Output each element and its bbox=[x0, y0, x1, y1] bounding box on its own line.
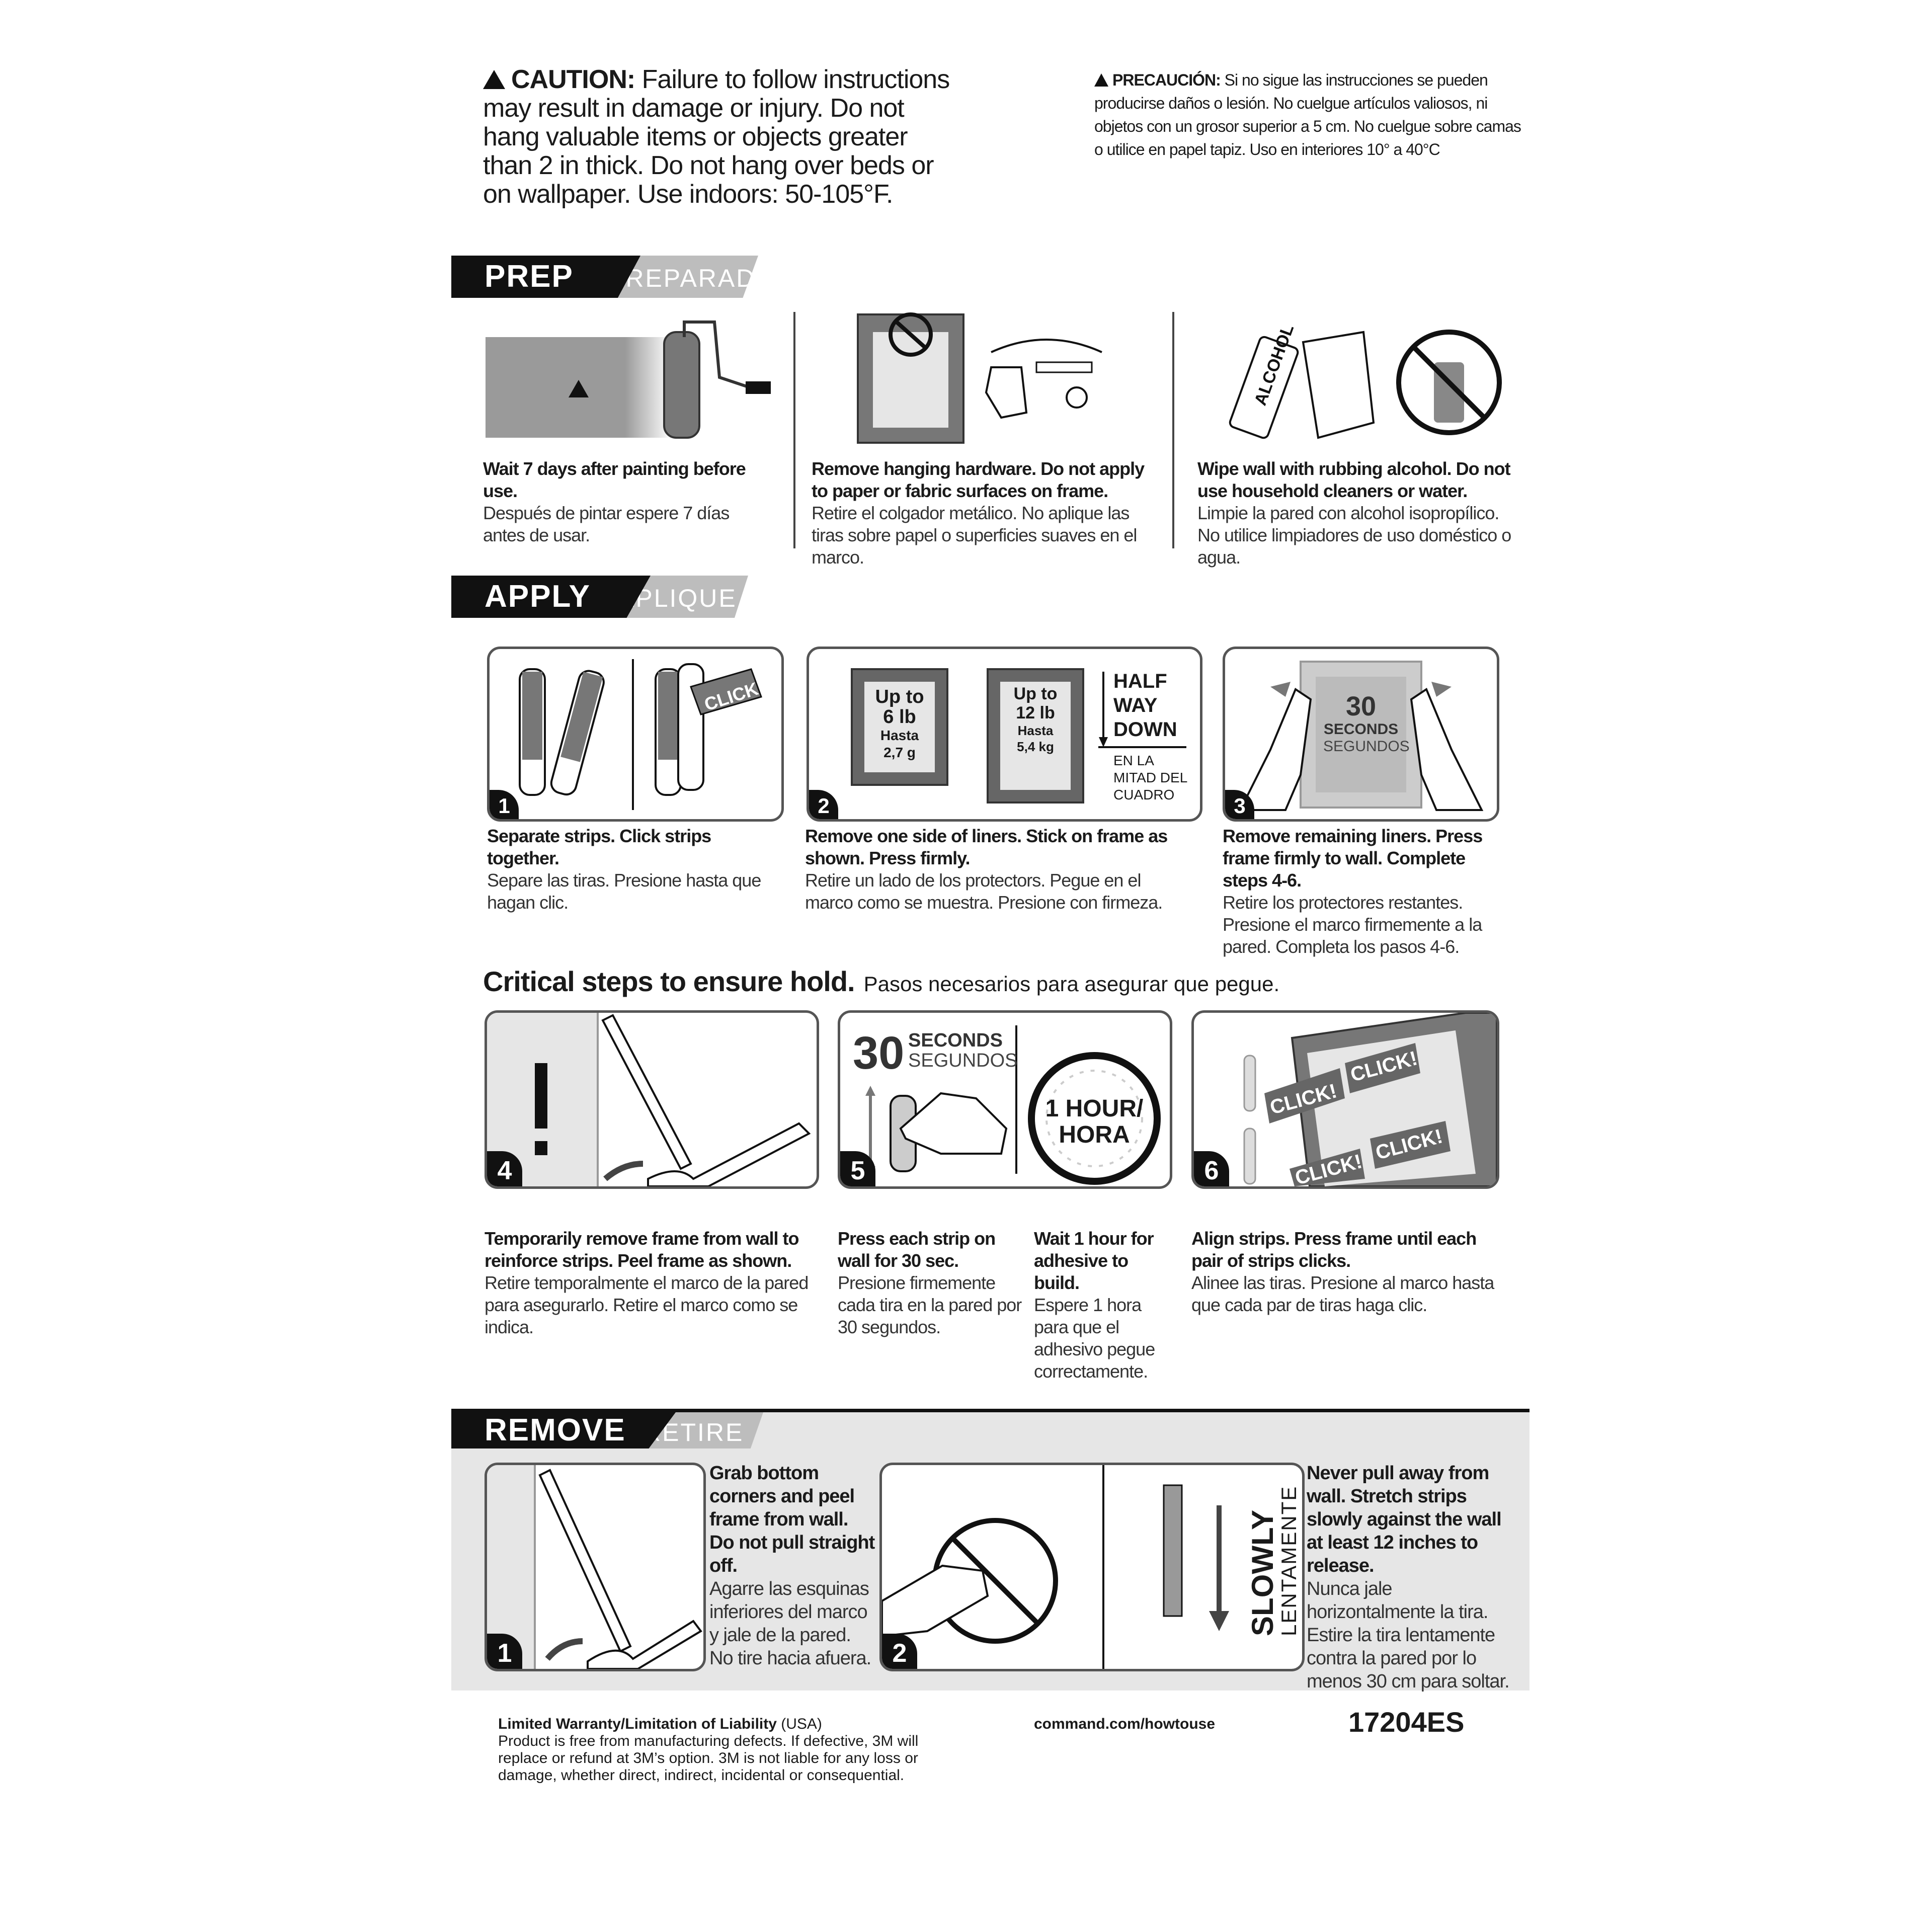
critical-title: Critical steps to ensure hold.Pasos nece… bbox=[483, 965, 1280, 997]
prep-divider bbox=[1172, 312, 1174, 548]
step-number: 4 bbox=[487, 1151, 522, 1186]
precaucion-label: PRECAUCIÓN: bbox=[1112, 71, 1221, 89]
warranty-region: (USA) bbox=[776, 1716, 822, 1732]
warranty-block: Limited Warranty/Limitation of Liability… bbox=[498, 1716, 926, 1784]
critical-step-4-caption: Temporarily remove frame from wall to re… bbox=[485, 1228, 809, 1337]
alcohol-wipe-illustration: ALCOHOL bbox=[1229, 322, 1502, 439]
remove-step-2-panel: SLOWLY LENTAMENTE 2 bbox=[879, 1463, 1305, 1671]
halfway-label: HALF WAY DOWN bbox=[1113, 670, 1177, 741]
peel-frame-illustration bbox=[487, 1013, 811, 1186]
prep-step-1-caption: Wait 7 days after painting before use.De… bbox=[483, 458, 746, 545]
caution-es: PRECAUCIÓN: Si no sigue las instruccione… bbox=[1094, 68, 1527, 161]
remove-top-rule bbox=[451, 1409, 1530, 1412]
seconds-en: SECONDS bbox=[908, 1030, 1003, 1051]
align-strips-illustration bbox=[1243, 1013, 1497, 1186]
step-number: 2 bbox=[882, 1634, 917, 1669]
caution-en: CAUTION: Failure to follow instructions … bbox=[483, 65, 956, 209]
apply-step-3-panel: 30 SECONDS SEGUNDOS 3 bbox=[1223, 647, 1499, 822]
paint-roller-illustration bbox=[486, 320, 771, 439]
prep-step-3-caption: Wipe wall with rubbing alcohol. Do not u… bbox=[1197, 458, 1511, 568]
prep-divider bbox=[793, 312, 795, 548]
seconds-es: SEGUNDOS bbox=[908, 1050, 1018, 1071]
critical-step-5-caption: Press each strip on wall for 30 sec.Pres… bbox=[838, 1228, 1022, 1337]
step-number: 2 bbox=[809, 790, 838, 819]
press-frame-illustration bbox=[1238, 661, 1484, 811]
frames-weight-illustration bbox=[851, 668, 1186, 803]
apply-title: APPLY bbox=[451, 576, 651, 618]
remove-step-1-panel: 1 bbox=[485, 1463, 706, 1671]
apply-step-2-caption: Remove one side of liners. Stick on fram… bbox=[805, 826, 1168, 913]
critical-step-6-caption: Align strips. Press frame until each pai… bbox=[1191, 1228, 1494, 1315]
apply-step-2-panel: Up to 6 lb Hasta 2,7 g Up to 12 lb Hasta… bbox=[807, 647, 1202, 822]
remove-title: REMOVE bbox=[451, 1412, 676, 1448]
small-frame-label: Up to 6 lb Hasta 2,7 g bbox=[875, 686, 924, 760]
remove-step-1-caption: Grab bottom corners and peel frame from … bbox=[709, 1463, 875, 1669]
step-number: 6 bbox=[1194, 1151, 1229, 1186]
critical-subtitle: Pasos necesarios para asegurar que pegue… bbox=[863, 972, 1280, 996]
product-code: 17204ES bbox=[1348, 1706, 1465, 1738]
wait-caption: Wait 1 hour for adhesive to build.Espere… bbox=[1034, 1228, 1155, 1382]
remove-header: RETIRE REMOVE bbox=[451, 1412, 814, 1455]
step-number: 1 bbox=[487, 1634, 522, 1669]
caution-label: CAUTION: bbox=[511, 65, 635, 94]
lentamente-label: LENTAMENTE bbox=[1277, 1485, 1301, 1636]
apply-step-3-caption: Remove remaining liners. Press frame fir… bbox=[1223, 826, 1483, 957]
slowly-label: SLOWLY bbox=[1246, 1509, 1279, 1636]
prep-header: PREPARADO PREP bbox=[451, 256, 814, 298]
warning-icon bbox=[483, 70, 505, 89]
step-number: 5 bbox=[840, 1151, 875, 1186]
critical-step-5-panel: 30 SECONDS SEGUNDOS 1 HOUR/ HORA 5 bbox=[838, 1010, 1172, 1189]
prep-step-2-caption: Remove hanging hardware. Do not apply to… bbox=[812, 458, 1145, 568]
strips-illustration: CLICK! bbox=[519, 659, 766, 810]
halfway-label-es: EN LA MITAD DEL CUADRO bbox=[1113, 753, 1188, 802]
apply-header: APLIQUE APPLY bbox=[451, 576, 793, 618]
clock-label: 1 HOUR/ HORA bbox=[1045, 1095, 1144, 1148]
critical-step-6-panel: CLICK! CLICK! CLICK! CLICK! 6 bbox=[1191, 1010, 1499, 1189]
precaucion-text: Si no sigue las instrucciones se pueden … bbox=[1094, 71, 1521, 158]
stretch-strip-illustration bbox=[882, 1465, 1229, 1669]
warranty-text: Product is free from manufacturing defec… bbox=[498, 1733, 919, 1784]
frame-hardware-illustration bbox=[857, 312, 1102, 444]
critical-step-4-panel: 4 bbox=[485, 1010, 819, 1189]
caution-text: Failure to follow instructions may resul… bbox=[483, 65, 950, 209]
peel-frame-illustration bbox=[487, 1465, 702, 1669]
apply-step-1-caption: Separate strips. Click strips together.S… bbox=[487, 826, 761, 913]
thirty-seconds-label: 30 SECONDS SEGUNDOS bbox=[1323, 691, 1410, 755]
warning-icon bbox=[1094, 73, 1108, 87]
warranty-title: Limited Warranty/Limitation of Liability bbox=[498, 1716, 777, 1732]
prep-title: PREP bbox=[451, 256, 640, 298]
apply-step-1-panel: CLICK! 1 bbox=[487, 647, 784, 822]
remove-step-2-caption: Never pull away from wall. Stretch strip… bbox=[1307, 1463, 1510, 1692]
large-frame-label: Up to 12 lb Hasta 5,4 kg bbox=[1013, 684, 1058, 754]
seconds-number: 30 bbox=[853, 1027, 905, 1079]
website-link[interactable]: command.com/howtouse bbox=[1034, 1716, 1216, 1732]
